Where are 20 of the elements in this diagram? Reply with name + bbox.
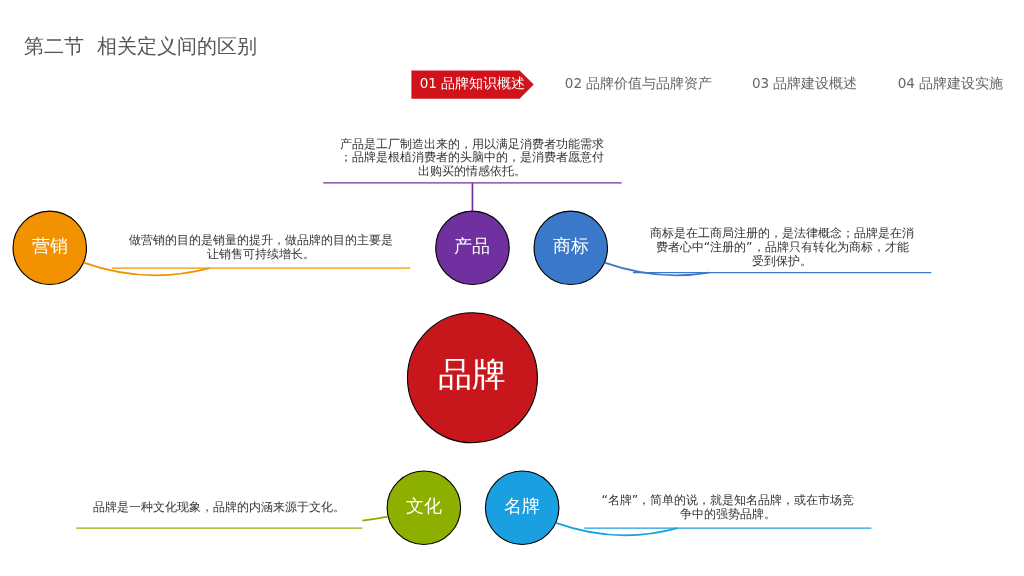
connector <box>361 515 389 521</box>
label: 04 品牌建设实施 <box>897 74 1004 91</box>
connector <box>555 521 679 536</box>
node-circle: 营销 <box>12 210 88 285</box>
node-circle: 品牌 <box>406 311 538 443</box>
connector <box>603 261 711 276</box>
node-text: 品牌是一种文化现象，品牌的内涵来源于文化。 <box>93 498 346 514</box>
connector <box>82 261 211 276</box>
label: 03 品牌建设概述 <box>751 74 858 91</box>
node-circle: 文化 <box>386 469 462 545</box>
node-circle: 产品 <box>435 210 510 285</box>
node-text: 做营销的目的是销量的提升，做品牌的目的主要是让销售可持续增长。 <box>129 231 394 261</box>
connector <box>471 181 474 212</box>
node-text: 商标是在工商局注册的，是法律概念；品牌是在消费者心中“注册的”，品牌只有转化为商标，才能受到保护。 <box>650 224 915 268</box>
node-text: 产品是工厂制造出来的，用以满足消费者功能需求；品牌是根植消费者的头脑中的，是消费者愿意付出购买的情感依托。 <box>340 135 605 178</box>
diagram-title: 第二节 相关定义间的区别 <box>23 33 257 58</box>
node-circle: 商标 <box>533 210 609 285</box>
node-circle: 名牌 <box>484 469 560 545</box>
label: 02 品牌价值与品牌资产 <box>564 74 713 91</box>
node-text: “名牌”，简单的说，就是知名品牌，或在市场竞争中的强势品牌。 <box>601 491 855 521</box>
